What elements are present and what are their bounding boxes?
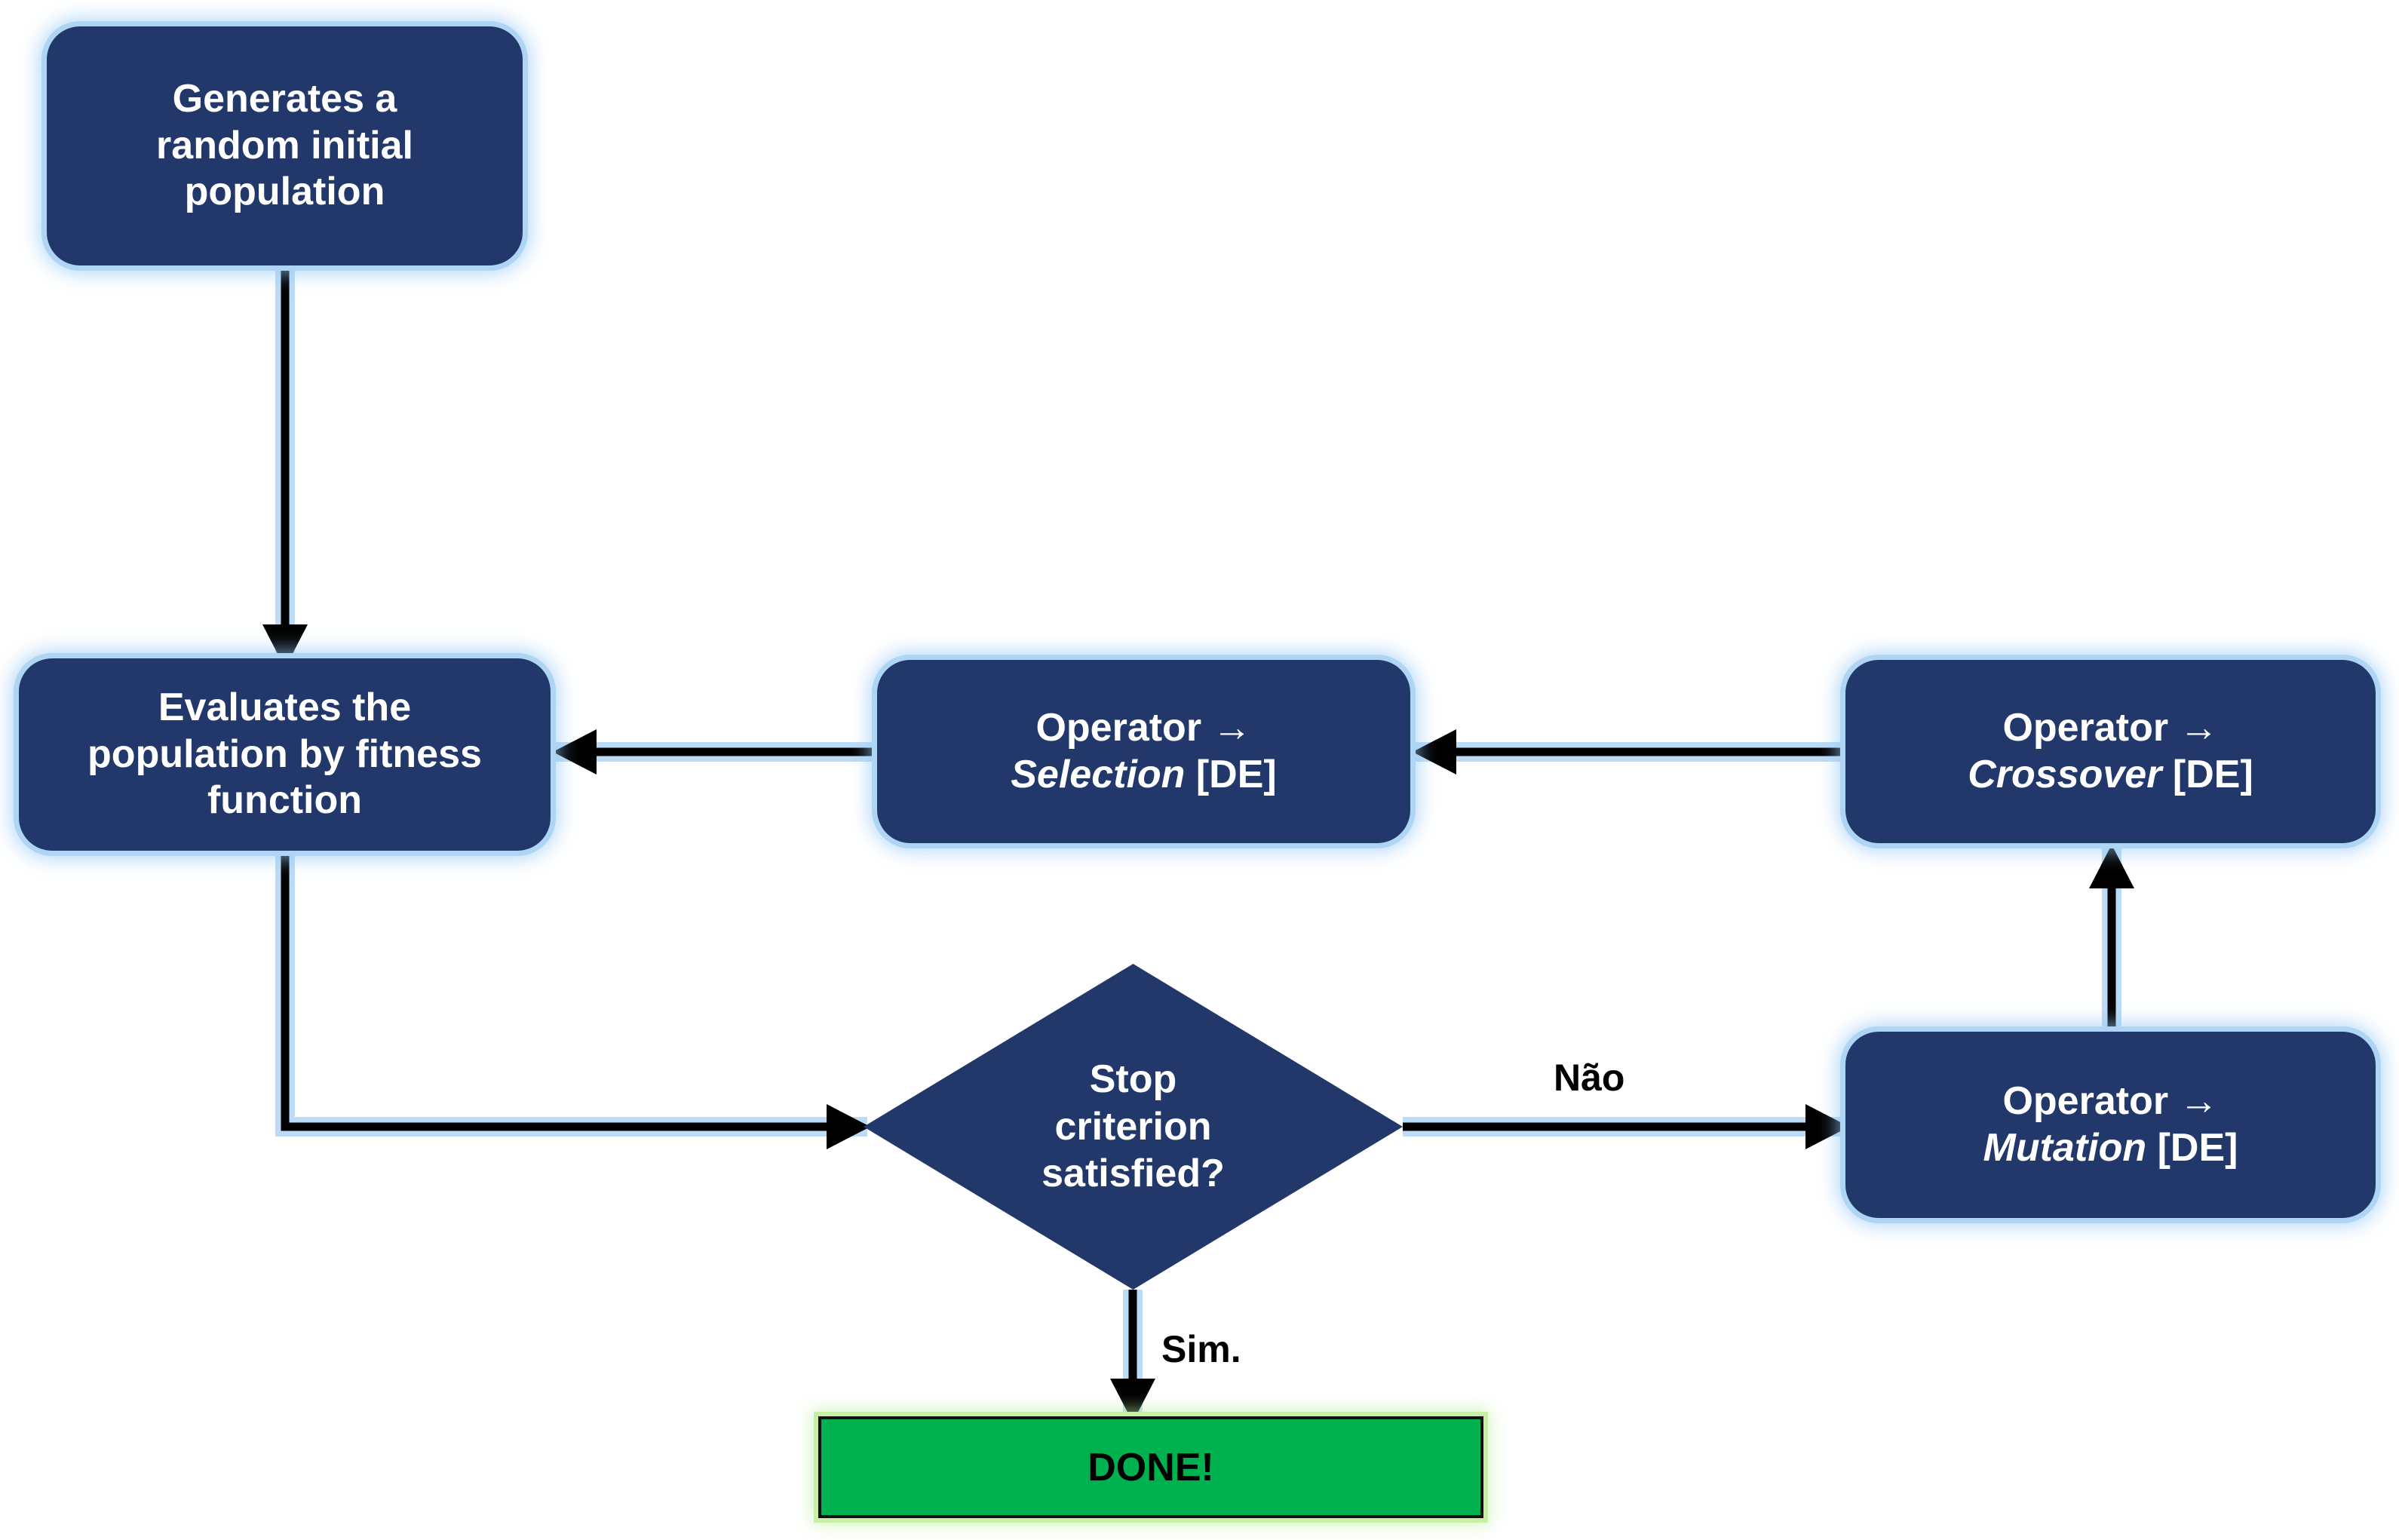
node-evaluate-line1: Evaluates the [158,686,412,730]
node-decision-line1: Stop [1089,1057,1177,1102]
node-selection-emphasis: Selection [1011,752,1186,796]
arrowhead-crossover-to-selection [1413,729,1456,775]
node-decision-line2: criterion [1054,1104,1212,1149]
arrowhead-selection-to-evaluate [553,729,597,775]
node-operator-selection[interactable]: Operator → Selection [DE] [877,660,1410,843]
node-done-label: DONE! [1088,1445,1214,1489]
arrowhead-decision-to-mutation [1805,1104,1849,1149]
node-evaluate-line2: population by fitness [87,732,482,776]
node-crossover-line2: Crossover [DE] [1968,752,2253,798]
edge-label-sim: Sim. [1161,1328,1241,1370]
node-mutation-suffix: [DE] [2146,1125,2238,1170]
node-generate-line3: population [184,170,385,214]
node-evaluate-line3: function [207,778,363,823]
node-decision-line3: satisfied? [1042,1152,1225,1196]
arrowhead-mutation-to-crossover [2089,845,2134,888]
node-crossover-line1: Operator → [2002,706,2219,750]
node-selection-line1: Operator → [1035,706,1252,750]
node-operator-crossover[interactable]: Operator → Crossover [DE] [1845,660,2376,843]
node-selection-line2: Selection [DE] [1011,752,1277,798]
node-mutation-emphasis: Mutation [1983,1125,2147,1170]
node-operator-mutation[interactable]: Operator → Mutation [DE] [1845,1032,2376,1218]
node-generate-initial-population[interactable]: Generates a random initial population [47,26,523,265]
node-generate-line2: random initial [156,123,413,167]
node-crossover-emphasis: Crossover [1968,752,2162,796]
node-mutation-line2: Mutation [DE] [1983,1125,2238,1171]
node-evaluate-population[interactable]: Evaluates the population by fitness func… [19,658,551,851]
node-decision-stop-criterion[interactable]: Stop criterion satisfied? [864,964,1403,1290]
node-done-terminator[interactable]: DONE! [818,1416,1483,1518]
edge-label-nao: Não [1554,1057,1625,1099]
decision-label: Stop criterion satisfied? [864,964,1403,1290]
edge-evaluate-to-decision [281,851,848,1131]
node-mutation-line1: Operator → [2002,1079,2219,1124]
node-generate-line1: Generates a [172,77,397,121]
node-selection-suffix: [DE] [1185,752,1277,796]
node-crossover-suffix: [DE] [2161,752,2253,796]
